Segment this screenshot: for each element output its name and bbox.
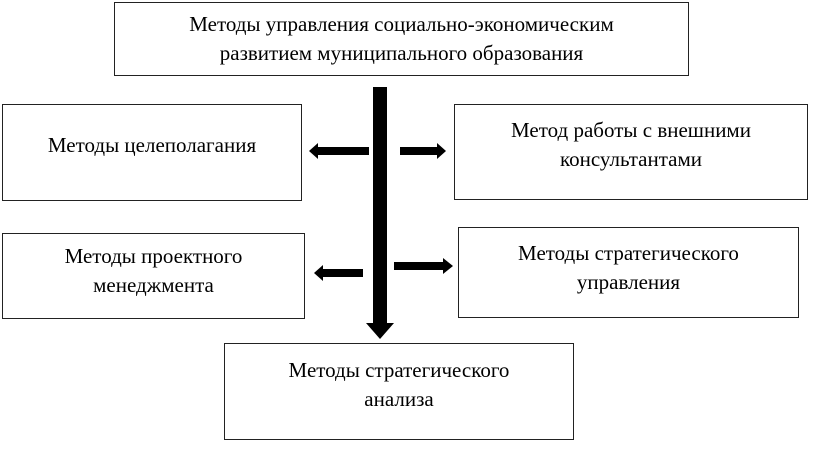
- root-label: Методы управления социально-экономически…: [189, 12, 614, 65]
- arrow-to-left-top: [309, 143, 369, 159]
- right-bottom-box: Методы стратегического управления: [458, 227, 799, 318]
- arrow-to-left-bottom: [314, 265, 363, 281]
- right-top-label: Метод работы с внешними консультантами: [511, 118, 751, 171]
- left-bottom-label: Методы проектного менеджмента: [64, 244, 243, 297]
- left-top-box: Методы целеполагания: [2, 104, 302, 201]
- right-top-box: Метод работы с внешними консультантами: [454, 104, 808, 200]
- right-bottom-label: Методы стратегического управления: [518, 240, 739, 294]
- main-down-arrow: [366, 87, 394, 339]
- left-bottom-box: Методы проектного менеджмента: [2, 233, 305, 319]
- root-box: Методы управления социально-экономически…: [114, 2, 689, 76]
- bottom-box: Методы стратегического анализа: [224, 343, 574, 440]
- arrow-to-right-bottom: [394, 258, 453, 274]
- left-top-label: Методы целеполагания: [47, 133, 257, 157]
- bottom-label: Методы стратегического анализа: [288, 357, 510, 411]
- arrow-to-right-top: [400, 143, 446, 159]
